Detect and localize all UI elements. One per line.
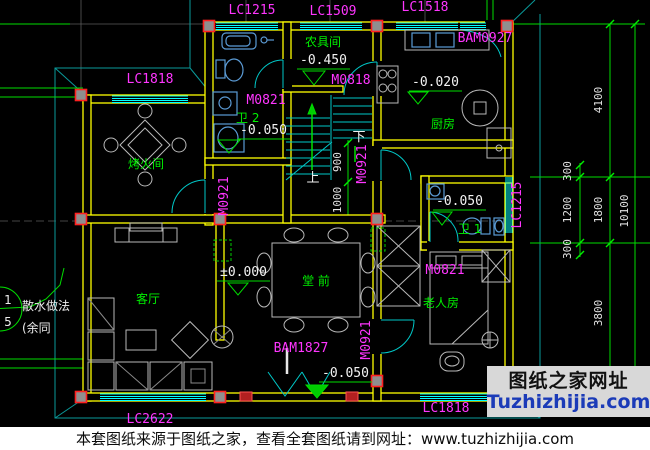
stair-up-label: 上: [306, 171, 319, 186]
label-lc2622: LC2622: [127, 412, 174, 427]
room-label-chufang: 厨房: [431, 116, 455, 131]
note-number-top: 1: [4, 293, 12, 307]
dim-3800: 3800: [592, 300, 605, 327]
window-lc1215-right: [505, 177, 513, 233]
elevation-bath1: -0.050: [430, 194, 486, 226]
door-bam0927-swing: [461, 29, 502, 58]
bath1-fixtures: [426, 183, 505, 236]
label-m0921-b: M0921: [355, 144, 370, 183]
watermark-logo-title: 图纸之家网址: [508, 369, 629, 392]
door-m0921-kaohuojian: [171, 179, 206, 214]
room-label-keting: 客厅: [136, 291, 160, 306]
kitchen-fixtures: [376, 29, 512, 159]
label-lc1509: LC1509: [310, 4, 357, 19]
room-label-kaohuojian: 烤火间: [128, 156, 164, 171]
dim-300-b: 300: [561, 239, 574, 259]
elder-room-furniture: [376, 225, 511, 372]
room-label-nongjujian: 农具间: [305, 35, 341, 49]
elevation-nongjujian: -0.450: [297, 53, 350, 86]
bath2-fixtures: [212, 32, 274, 153]
elevation-value: -0.450: [300, 53, 347, 68]
room-label-wei1: 卫 1: [458, 222, 481, 236]
floor-plan-canvas: -0.450 -0.020 -0.050 ±0.000 -0.050 -0.05…: [0, 0, 650, 427]
columns: [74, 19, 514, 404]
label-m0821-elder: M0821: [425, 263, 464, 278]
note-text-line1: 散水做法: [22, 298, 70, 313]
label-m0818: M0818: [331, 73, 370, 88]
label-m0921-a: M0921: [217, 176, 232, 215]
window-lc1509: [300, 22, 362, 30]
watermark-logo-site: Tuzhizhijia.com: [486, 390, 650, 413]
elevation-value: -0.050: [322, 366, 369, 381]
dim-1800: 1800: [592, 197, 605, 224]
dimension-labels: 4100 1800 3800 10100 300 1200 300 900 10…: [331, 87, 631, 327]
elevation-value: ±0.000: [220, 265, 267, 280]
heating-room-table: [103, 103, 187, 187]
flue-dashed-boxes: [213, 227, 386, 262]
door-m0821-bath2: [254, 59, 284, 89]
windows: [100, 22, 513, 401]
dim-10100: 10100: [618, 194, 631, 227]
room-label-laorenfang: 老人房: [423, 295, 459, 310]
elevation-value: -0.050: [240, 123, 287, 138]
label-lc1518: LC1518: [402, 0, 449, 15]
doors: [171, 29, 502, 354]
footer-bar: 本套图纸来源于图纸之家，查看全套图纸请到网址：www.tuzhizhijia.c…: [0, 427, 650, 450]
label-lc1215-top: LC1215: [229, 3, 276, 18]
label-lc1818-bottomright: LC1818: [423, 401, 470, 416]
dim-4100: 4100: [592, 87, 605, 114]
label-lc1215-right: LC1215: [510, 182, 525, 229]
dim-900: 900: [331, 152, 344, 172]
footer-source-text: 本套图纸来源于图纸之家，查看全套图纸请到网址：www.tuzhizhijia.c…: [75, 430, 574, 448]
window-door-labels: LC1215 LC1509 LC1518 BAM0927 LC1818 M082…: [127, 0, 525, 427]
label-m0921-c: M0921: [359, 320, 374, 359]
room-label-wei2: 卫 2: [236, 111, 259, 125]
stair-direction-labels: 上 下: [306, 130, 365, 186]
dining-table: [256, 227, 376, 333]
window-lc1818-topleft: [112, 95, 188, 103]
elevation-value: -0.050: [436, 194, 483, 209]
elevation-bath2: -0.050: [216, 123, 290, 154]
stairs: [285, 95, 372, 181]
room-label-tangqian: 堂 前: [302, 273, 330, 288]
stair-down-label: 下: [352, 130, 365, 145]
furniture: [87, 29, 512, 391]
door-m0821-bath1: [429, 211, 459, 243]
elevation-entry: -0.050: [304, 366, 372, 399]
window-lc1215-top: [216, 22, 278, 30]
label-m0821-bath2: M0821: [246, 93, 285, 108]
label-bam1827: BAM1827: [274, 341, 329, 356]
elevation-markers: -0.450 -0.020 -0.050 ±0.000 -0.050 -0.05…: [216, 53, 486, 399]
dim-1000: 1000: [331, 187, 344, 214]
note-text-line2: (余同: [22, 320, 51, 335]
window-lc2622: [100, 393, 206, 401]
door-m0921-corridor: [380, 149, 412, 181]
window-lc1818-bottomright: [420, 393, 492, 401]
room-labels: 烤火间 农具间 厨房 卫 2 卫 1 客厅 堂 前 老人房: [128, 35, 481, 310]
watermark-logo: 图纸之家网址 Tuzhizhijia.com: [487, 366, 650, 417]
elevation-kitchen: -0.020: [406, 75, 462, 105]
door-m0921-elder: [380, 319, 415, 354]
dim-300-a: 300: [561, 161, 574, 181]
elevation-tangqian: ±0.000: [217, 265, 270, 296]
note-number-bottom: 5: [4, 315, 12, 329]
label-bam0927: BAM0927: [458, 31, 513, 46]
living-room-furniture: [87, 222, 234, 391]
elevation-value: -0.020: [412, 75, 459, 90]
door-gaps: [204, 21, 507, 354]
detail-note: 1 5 散水做法 (余同: [0, 267, 70, 335]
label-lc1818-topleft: LC1818: [127, 72, 174, 87]
dim-1200: 1200: [561, 197, 574, 224]
